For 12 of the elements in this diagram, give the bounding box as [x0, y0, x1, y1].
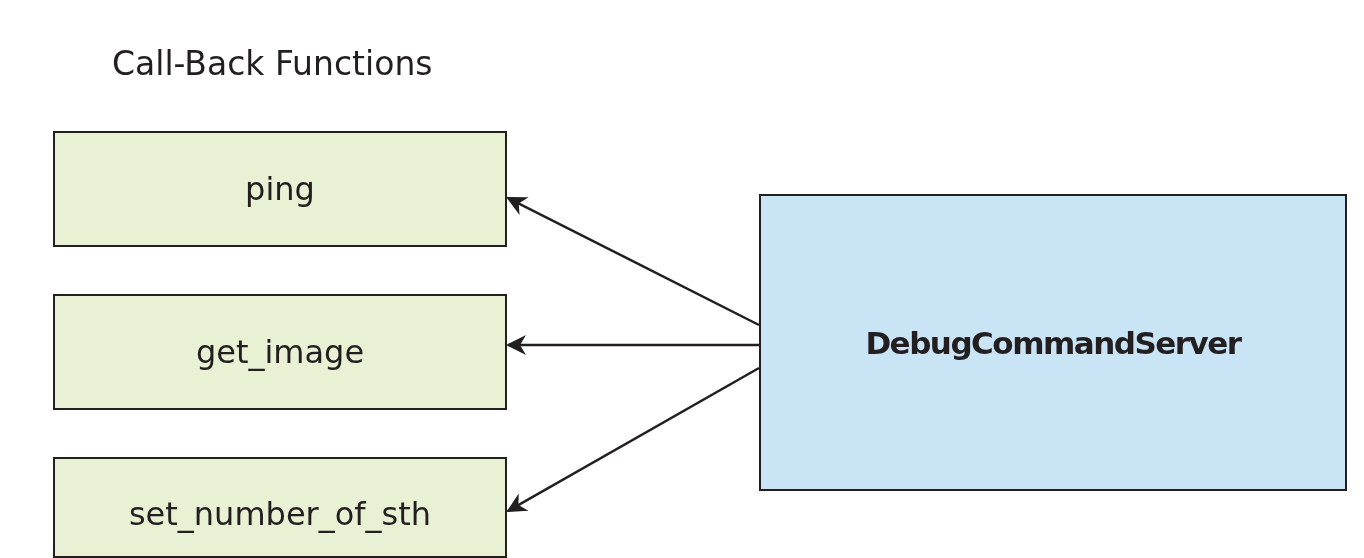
diagram-title: Call-Back Functions: [112, 44, 433, 83]
function-name: ping: [245, 170, 315, 208]
arrow: [506, 366, 760, 513]
function-name: set_number_of_sth: [128, 495, 432, 533]
server-box: [759, 194, 1347, 491]
function-name: get_image: [195, 333, 365, 371]
function-box: [53, 457, 507, 558]
function-box: [53, 131, 507, 247]
arrow: [506, 335, 759, 355]
server-name: DebugCommandServer: [865, 324, 1241, 361]
function-box: [53, 294, 507, 410]
arrow: [506, 196, 760, 327]
